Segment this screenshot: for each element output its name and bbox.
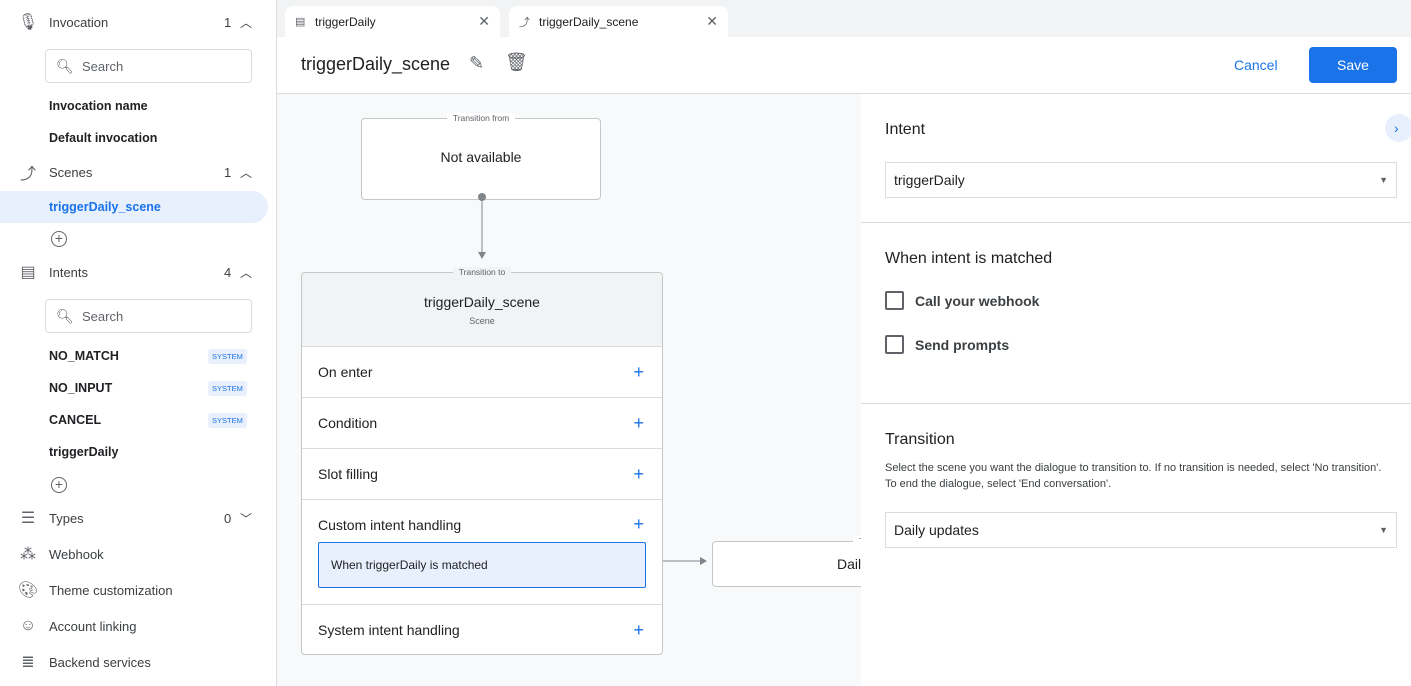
tab-triggerdaily[interactable]: ▤ triggerDaily ✕ — [285, 6, 500, 37]
sidebar-section-intents[interactable]: ▤ Intents 4 ︿ — [0, 254, 276, 290]
slot-filling-row[interactable]: Slot filling + — [302, 448, 662, 499]
sidebar-item-invocation-name[interactable]: Invocation name — [49, 99, 148, 113]
intent-panel: › Intent triggerDaily ▼ When intent is ma… — [861, 94, 1411, 686]
sidebar-section-invocation[interactable]: 🎙 Invocation 1 ︿ — [17, 14, 253, 31]
system-badge: SYSTEM — [208, 413, 247, 428]
types-list-icon: ☰ — [20, 510, 36, 527]
checkbox-label: Send prompts — [915, 336, 1010, 353]
intents-search-input[interactable]: 🔍︎ Search — [45, 299, 252, 333]
webhook-icon: ⁂ — [20, 546, 36, 563]
transition-to-legend: Transition to — [452, 267, 512, 277]
account-circle-icon: ☺ — [19, 617, 37, 634]
sidebar-item-default-invocation[interactable]: Default invocation — [49, 131, 158, 145]
row-label: Slot filling — [318, 466, 378, 482]
chevron-right-icon[interactable]: › — [1385, 114, 1411, 142]
intent-value: triggerDaily — [894, 172, 965, 188]
checkbox-label: Call your webhook — [915, 292, 1040, 309]
system-badge: SYSTEM — [208, 381, 247, 396]
transition-to-box: Transition to triggerDaily_scene Scene O… — [301, 267, 663, 655]
sidebar: 🎙 Invocation 1 ︿ 🔍︎ Search Invocation na… — [0, 0, 277, 686]
add-intent-icon[interactable]: + — [51, 477, 67, 493]
scene-canvas: Transition from Not available Transition… — [277, 94, 861, 686]
add-icon[interactable]: + — [633, 361, 644, 382]
list-icon: ▤ — [20, 264, 36, 281]
chevron-up-icon[interactable]: ︿ — [240, 265, 253, 280]
scene-subtitle: Scene — [469, 316, 495, 326]
target-scene-box[interactable]: Tr Dail — [712, 536, 861, 587]
intent-handler-card[interactable]: When triggerDaily is matched — [318, 542, 646, 588]
tab-triggerdaily-scene[interactable]: ⤴ triggerDaily_scene ✕ — [509, 6, 728, 37]
chevron-up-icon[interactable]: ︿ — [240, 165, 253, 180]
add-icon[interactable]: + — [633, 514, 644, 534]
add-scene-icon[interactable]: + — [51, 231, 67, 247]
row-label: Condition — [318, 415, 378, 431]
sidebar-item-intent[interactable]: NO_INPUT — [49, 381, 113, 395]
sidebar-item-backend-services[interactable]: ≣ Backend services — [0, 644, 276, 680]
intent-select[interactable]: triggerDaily ▼ — [885, 162, 1397, 198]
transition-heading: Transition — [885, 431, 955, 448]
intent-icon: ▤ — [295, 16, 306, 28]
merge-icon: ⤴ — [19, 166, 36, 183]
sidebar-section-scenes[interactable]: ⤴ Scenes 1 ︿ — [0, 154, 276, 190]
delete-icon[interactable]: 🗑︎ — [505, 52, 528, 72]
row-label: Custom intent handling — [318, 517, 462, 533]
matched-heading: When intent is matched — [885, 250, 1053, 267]
close-icon[interactable]: ✕ — [706, 13, 718, 29]
intent-heading: Intent — [885, 121, 926, 138]
close-icon[interactable]: ✕ — [478, 13, 490, 29]
sidebar-item-intent[interactable]: NO_MATCH — [49, 349, 119, 363]
transition-from-box: Transition from Not available — [361, 113, 601, 200]
call-webhook-checkbox[interactable]: Call your webhook — [885, 291, 1039, 310]
search-icon: 🔍︎ — [56, 307, 74, 324]
system-intent-row[interactable]: System intent handling + — [302, 604, 662, 655]
chevron-down-icon[interactable]: ﹀ — [240, 511, 253, 526]
palette-icon: 🎨︎ — [17, 582, 39, 599]
custom-intent-row[interactable]: Custom intent handling + When triggerDail… — [302, 499, 662, 604]
sidebar-item-intent[interactable]: CANCEL — [49, 413, 102, 427]
sidebar-item-account-linking[interactable]: ☺ Account linking — [19, 617, 137, 634]
system-badge: SYSTEM — [208, 349, 247, 364]
sidebar-item-triggerdaily-scene[interactable]: triggerDaily_scene — [0, 191, 268, 223]
transition-value: Daily updates — [894, 522, 979, 538]
invocation-search-input[interactable]: 🔍︎ Search — [45, 49, 252, 83]
on-enter-row[interactable]: On enter + — [302, 346, 662, 397]
scene-title: triggerDaily_scene — [424, 294, 540, 310]
cancel-button[interactable]: Cancel — [1234, 57, 1278, 73]
settings-list-icon: ≣ — [21, 654, 35, 671]
sidebar-item-theme[interactable]: 🎨︎ Theme customization — [17, 582, 173, 599]
dropdown-arrow-icon: ▼ — [1379, 525, 1388, 535]
header: triggerDaily_scene ✎ 🗑︎ Cancel Save — [277, 37, 1411, 94]
add-icon[interactable]: + — [633, 412, 644, 433]
row-label: System intent handling — [318, 622, 460, 638]
transition-select[interactable]: Daily updates ▼ — [885, 512, 1397, 548]
target-scene-text: Dail — [837, 556, 861, 572]
search-icon: 🔍︎ — [56, 57, 74, 74]
transition-from-legend: Transition from — [446, 113, 516, 123]
transition-from-text: Not available — [440, 149, 522, 165]
add-icon[interactable]: + — [633, 619, 644, 640]
save-button[interactable]: Save — [1309, 47, 1397, 83]
target-legend: Tr — [853, 536, 861, 546]
dropdown-arrow-icon: ▼ — [1379, 175, 1388, 185]
row-label: On enter — [318, 364, 373, 380]
sidebar-item-intent[interactable]: triggerDaily — [49, 445, 119, 459]
chevron-up-icon[interactable]: ︿ — [240, 15, 253, 30]
add-icon[interactable]: + — [633, 463, 644, 484]
scene-icon: ⤴ — [519, 16, 530, 29]
page-title: triggerDaily_scene — [301, 54, 451, 74]
tab-bar: ▤ triggerDaily ✕ ⤴ triggerDaily_scene ✕ — [277, 0, 1411, 37]
condition-row[interactable]: Condition + — [302, 397, 662, 448]
send-prompts-checkbox[interactable]: Send prompts — [885, 335, 1009, 354]
microphone-icon: 🎙 — [17, 14, 39, 31]
edit-icon[interactable]: ✎ — [469, 53, 485, 73]
transition-help-text: Select the scene you want the dialogue t… — [885, 462, 1382, 490]
sidebar-section-types[interactable]: ☰ Types 0 ﹀ — [0, 500, 276, 536]
sidebar-item-webhook[interactable]: ⁂ Webhook — [20, 546, 104, 563]
